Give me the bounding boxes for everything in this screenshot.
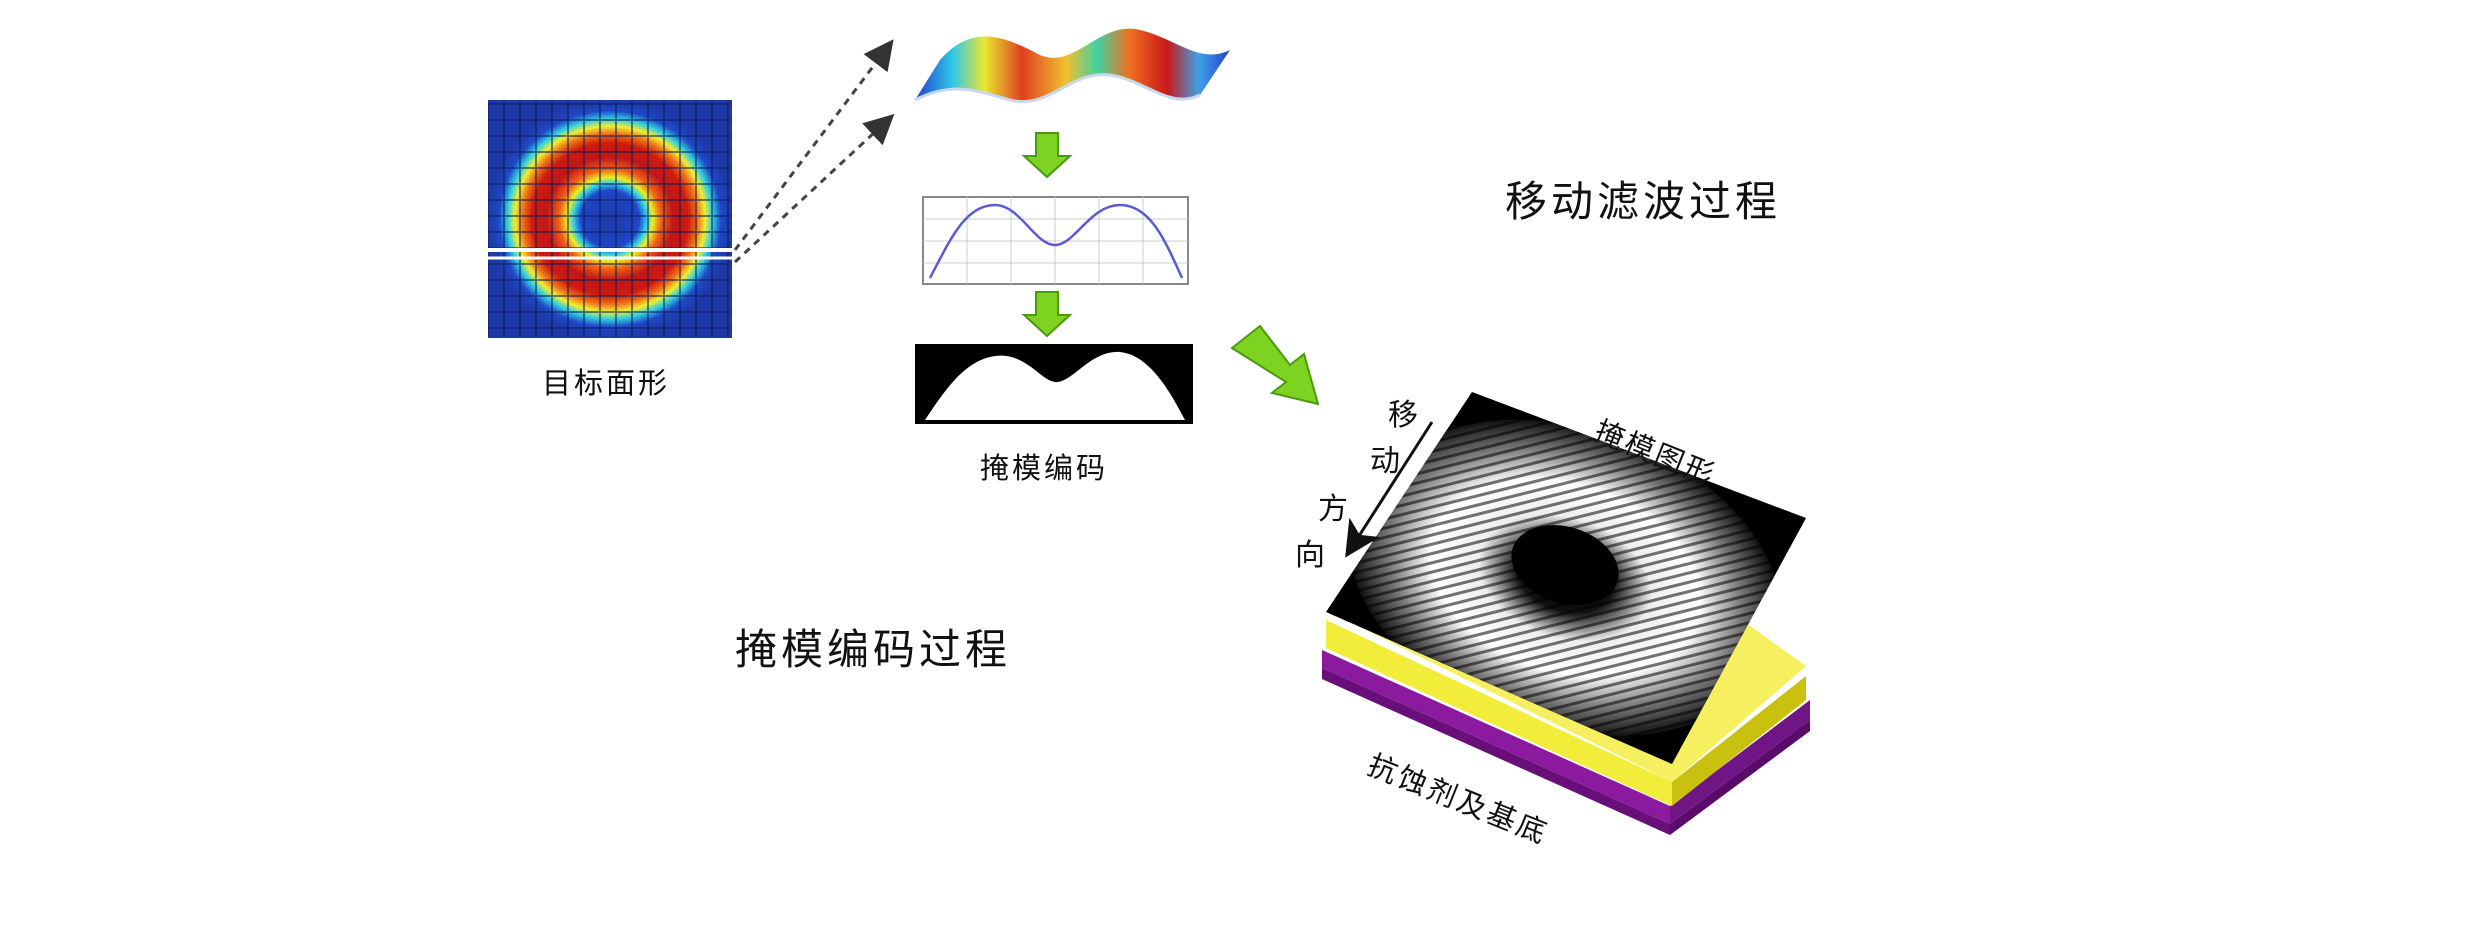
mask-coding-process-title: 掩模编码过程: [735, 625, 1012, 674]
profile-3d-strip: [914, 28, 1230, 104]
green-down-arrow-icon: [1021, 132, 1073, 179]
mask-coding-image: [915, 344, 1193, 424]
target-surface-label: 目标面形: [542, 366, 671, 400]
substrate-layer: [1322, 650, 1810, 835]
dashed-arrow-icon: [733, 39, 895, 264]
black-direction-arrow-icon: [1345, 421, 1434, 558]
green-diagonal-arrow-icon: [1230, 324, 1320, 406]
move-direction-char: 向: [1295, 538, 1325, 573]
cross-section-plot: [922, 196, 1189, 285]
move-direction-char: 方: [1318, 492, 1348, 527]
green-down-arrow-icon: [1021, 291, 1073, 338]
mask-coding-label: 掩模编码: [980, 451, 1109, 485]
target-surface-image: [488, 100, 732, 338]
moving-filter-process-title: 移动滤波过程: [1505, 177, 1782, 226]
move-direction-char: 动: [1370, 444, 1400, 479]
move-direction-char: 移: [1388, 398, 1418, 433]
